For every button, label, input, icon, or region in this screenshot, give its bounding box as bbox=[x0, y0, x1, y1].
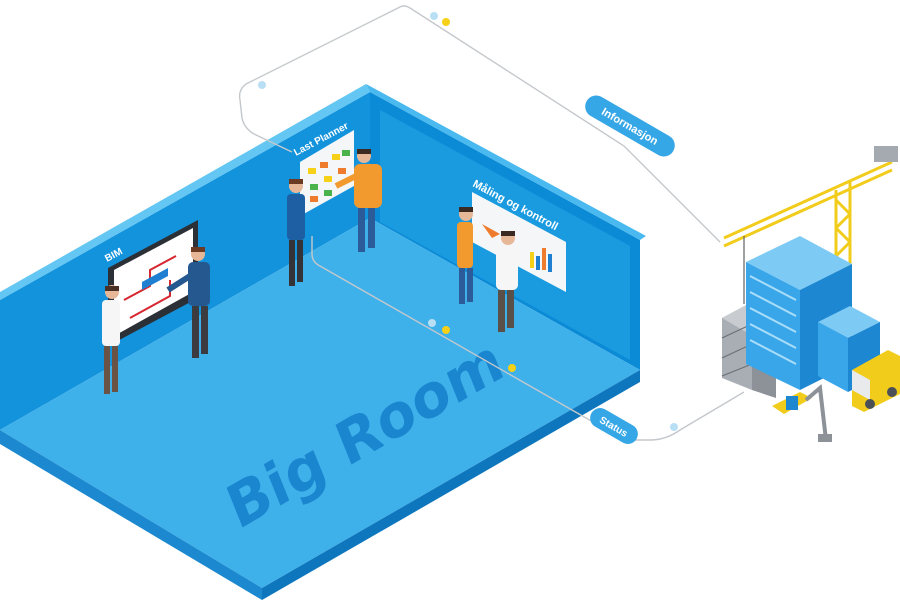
last-planner-board-surface bbox=[300, 130, 354, 216]
status-pill: Status bbox=[590, 408, 638, 444]
crane-counterweight bbox=[874, 146, 898, 162]
flow-node bbox=[428, 319, 436, 327]
flow-dot-yellow bbox=[508, 364, 516, 372]
sticky-notes-icon bbox=[308, 150, 350, 202]
person-navy-jacket bbox=[166, 247, 210, 358]
informasjon-path bbox=[238, 5, 721, 243]
flow-nodes bbox=[258, 12, 678, 431]
room-wall-rim-right bbox=[366, 84, 646, 240]
blue-building bbox=[746, 236, 880, 392]
person-white-shirt bbox=[102, 285, 120, 394]
person-orange-sweater bbox=[334, 149, 382, 252]
person-orange-shirt bbox=[457, 207, 473, 304]
room-floor-edge-right bbox=[262, 370, 640, 600]
room-floor-edge-left bbox=[0, 430, 262, 600]
construction-site bbox=[721, 146, 900, 442]
charts-icon bbox=[482, 224, 552, 272]
people bbox=[102, 149, 534, 394]
excavator-icon bbox=[772, 384, 832, 442]
flow-dot-yellow bbox=[442, 326, 450, 334]
person-blue-jacket bbox=[287, 179, 305, 286]
flow-node bbox=[258, 81, 266, 89]
room-floor bbox=[0, 218, 640, 588]
informasjon-pill: Informasjon bbox=[585, 95, 675, 157]
room-wall-rim-left bbox=[0, 84, 370, 300]
flow-node bbox=[430, 12, 438, 20]
person-presenter bbox=[496, 231, 534, 332]
flow-dot-yellow bbox=[442, 18, 450, 26]
flow-node bbox=[670, 423, 678, 431]
truck-icon bbox=[852, 350, 900, 412]
bim-schematic-block bbox=[142, 268, 168, 290]
